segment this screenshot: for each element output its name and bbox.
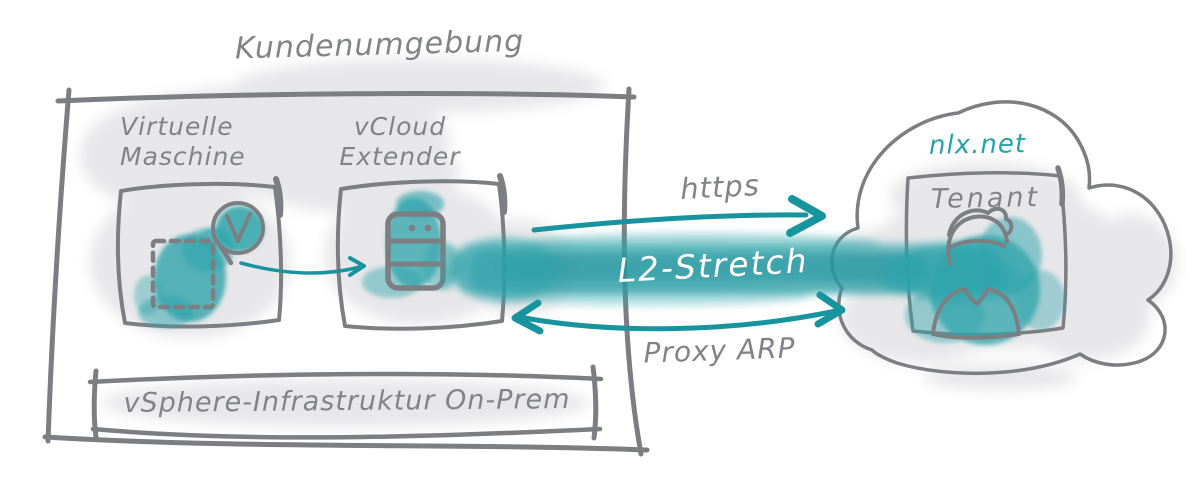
vcloud-label-line1: vCloud	[353, 112, 447, 141]
footer-label: vSphere-Infrastruktur On-Prem	[123, 384, 571, 419]
band-layer	[500, 255, 930, 281]
https-label: https	[679, 167, 761, 207]
vcloud-label: vCloud Extender	[325, 112, 475, 172]
arrow-shaft	[239, 261, 362, 275]
arrow-head-right	[814, 291, 846, 328]
band-layer	[440, 246, 464, 278]
band-layer	[880, 255, 930, 295]
v-badge-circle	[211, 201, 265, 255]
vm-node-box	[115, 176, 284, 329]
footer-edge-right	[590, 364, 599, 441]
box-edge-left	[45, 87, 72, 444]
vcloud-box-corner-tick	[497, 173, 508, 215]
vm-label: Virtuelle Maschine	[120, 112, 246, 172]
v-badge-tail	[218, 244, 234, 266]
arrow-head-left	[511, 299, 544, 335]
vm-to-extender-arrow	[239, 256, 366, 277]
cloud-outline	[830, 100, 1173, 376]
vcloud-node-box	[335, 173, 508, 331]
proxy-arp-label: Proxy ARP	[642, 331, 797, 370]
footer-edge-left	[91, 368, 99, 440]
v-badge-letter	[225, 212, 252, 243]
vm-icon	[150, 201, 265, 310]
arrow-head	[786, 195, 826, 237]
box-edge-top	[55, 91, 637, 104]
vm-dashed-box	[150, 238, 216, 310]
cloud-name-label: nlx.net	[928, 129, 1027, 161]
wash-blob	[134, 275, 162, 315]
wash-blob	[922, 364, 1078, 390]
user-body	[931, 287, 1021, 340]
band-layer	[439, 270, 455, 290]
wash-blob	[396, 191, 444, 217]
footer-edge-top	[87, 371, 604, 385]
wash-blob	[890, 162, 1080, 230]
server-led-1	[408, 224, 416, 232]
vcloud-box-outline	[335, 179, 507, 331]
customer-environment-box	[42, 86, 650, 457]
band-layer	[520, 233, 880, 253]
proxy-arp-arrow	[511, 291, 846, 335]
wash-blob	[1087, 214, 1177, 310]
user-brow	[949, 238, 1006, 249]
user-icon-wash	[905, 217, 1065, 345]
wash-blob	[80, 105, 220, 205]
tenant-box-corner-tick	[1055, 165, 1066, 207]
server-led-2	[424, 224, 432, 232]
vm-label-line1: Virtuelle	[120, 112, 234, 141]
footer-label-box	[87, 364, 604, 441]
wash-blob	[240, 132, 460, 212]
band-layer	[450, 237, 560, 303]
vm-label-line2: Maschine	[120, 142, 246, 171]
wash-blob	[905, 287, 985, 343]
vm-box-corner-tick	[273, 176, 284, 218]
footer-edge-bottom	[90, 426, 603, 440]
cloud-icon	[830, 100, 1173, 376]
band-layer	[490, 286, 810, 306]
arrow-head	[348, 256, 366, 277]
arrow-shaft	[531, 212, 809, 233]
server-icon	[385, 211, 446, 291]
vcloud-label-line2: Extender	[339, 142, 461, 171]
server-body	[385, 211, 446, 291]
user-head	[946, 214, 1009, 266]
wash-blob	[100, 379, 590, 427]
user-hair	[947, 206, 1014, 237]
diagram-title: Kundenumgebung	[234, 23, 525, 67]
arrow-shaft	[516, 308, 839, 332]
tenant-label: Tenant	[930, 182, 1041, 215]
box-edge-bottom	[42, 434, 650, 453]
wash-blob	[362, 266, 422, 298]
user-icon	[931, 206, 1021, 340]
vm-box-outline	[115, 181, 284, 329]
https-arrow	[531, 195, 826, 237]
l2-stretch-band	[439, 233, 1023, 306]
wash-blob	[1015, 270, 1065, 330]
wash-blob	[978, 217, 1042, 293]
